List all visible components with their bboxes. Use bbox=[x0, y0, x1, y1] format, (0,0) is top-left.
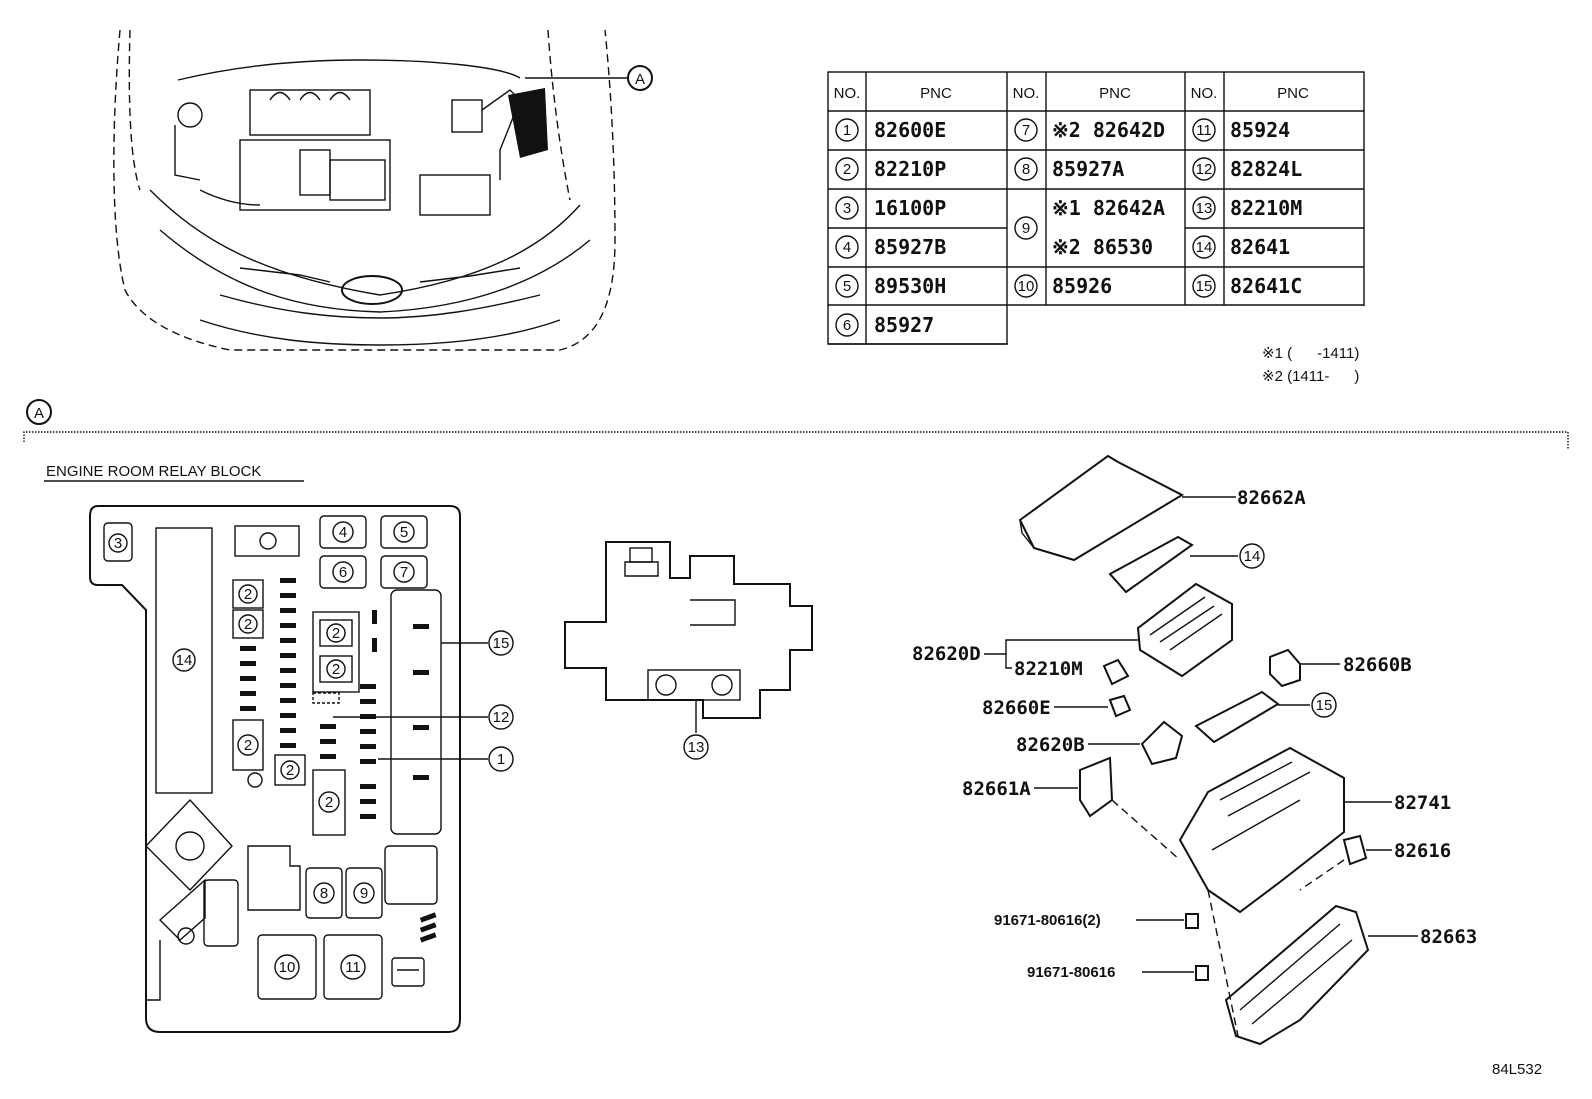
row-no: 13 bbox=[1196, 200, 1213, 217]
exploded-callout-14: 14 bbox=[1244, 548, 1261, 565]
row-no: 15 bbox=[1196, 278, 1213, 295]
row-no: 14 bbox=[1196, 239, 1213, 256]
table-col-1: 1 82600E 2 82210P 3 16100P 4 85927B 5 89… bbox=[835, 118, 946, 337]
row-pnc: 85926 bbox=[1052, 274, 1112, 298]
callout-13: 13 bbox=[688, 739, 705, 756]
row-no: 1 bbox=[843, 122, 851, 139]
pnc-table: NO. PNC NO. PNC NO. PNC 1 82600E 2 82210… bbox=[827, 71, 1368, 348]
label-82660B: 82660B bbox=[1343, 654, 1412, 676]
label-82210M: 82210M bbox=[1014, 658, 1083, 680]
row-pnc: ※2 82642D bbox=[1052, 118, 1165, 142]
pos-3: 3 bbox=[114, 535, 122, 552]
row-no: 8 bbox=[1022, 161, 1030, 178]
table-col-3: 11 85924 12 82824L 13 82210M 14 82641 15… bbox=[1192, 118, 1302, 298]
pos-5: 5 bbox=[400, 524, 408, 541]
pos-14: 14 bbox=[176, 652, 193, 669]
vehicle-engine-bay-illustration: A bbox=[113, 29, 653, 351]
pos-2: 2 bbox=[332, 661, 340, 678]
label-bolt-1: 91671-80616 bbox=[1027, 964, 1115, 981]
row-no: 9 bbox=[1022, 220, 1030, 237]
label-82620B: 82620B bbox=[1016, 734, 1085, 756]
row-pnc: 82210P bbox=[874, 157, 946, 181]
callout-a-top: A bbox=[635, 71, 645, 88]
row-pnc: 85924 bbox=[1230, 118, 1290, 142]
row-pnc: 85927B bbox=[874, 235, 946, 259]
callout-a-detail: A bbox=[34, 405, 44, 422]
exploded-callout-15: 15 bbox=[1316, 697, 1333, 714]
row-pnc: 89530H bbox=[874, 274, 946, 298]
pos-2: 2 bbox=[244, 737, 252, 754]
row-no: 6 bbox=[843, 317, 851, 334]
callout-12: 12 bbox=[493, 709, 510, 726]
pos-6: 6 bbox=[339, 564, 347, 581]
row-pnc: 16100P bbox=[874, 196, 946, 220]
row-no: 3 bbox=[843, 200, 851, 217]
header-no-2: NO. bbox=[1013, 85, 1040, 102]
pos-8: 8 bbox=[320, 885, 328, 902]
note-1: ※1 ( -1411) bbox=[1262, 345, 1359, 362]
label-82660E: 82660E bbox=[982, 697, 1051, 719]
pos-10: 10 bbox=[279, 959, 296, 976]
header-pnc-2: PNC bbox=[1099, 85, 1131, 102]
pos-4: 4 bbox=[339, 524, 347, 541]
label-82741: 82741 bbox=[1394, 792, 1451, 814]
table-col-2: 7 ※2 82642D 8 85927A 9 ※1 82642A ※2 8653… bbox=[1014, 118, 1165, 298]
label-82663: 82663 bbox=[1420, 926, 1477, 948]
row-pnc: 82210M bbox=[1230, 196, 1302, 220]
relay-block-top-view: 3 14 4 5 6 7 2 2 2 2 2 2 2 bbox=[89, 505, 514, 1033]
pos-11: 11 bbox=[345, 959, 361, 976]
pos-9: 9 bbox=[360, 885, 368, 902]
pos-2: 2 bbox=[244, 586, 252, 603]
row-pnc: 82641C bbox=[1230, 274, 1302, 298]
label-82661A: 82661A bbox=[962, 778, 1031, 800]
row-pnc: 82600E bbox=[874, 118, 946, 142]
row-pnc-a: ※1 82642A bbox=[1052, 196, 1165, 220]
row-no: 12 bbox=[1196, 161, 1213, 178]
row-pnc-b: ※2 86530 bbox=[1052, 235, 1153, 259]
pos-2: 2 bbox=[332, 625, 340, 642]
row-pnc: 85927A bbox=[1052, 157, 1124, 181]
pos-7: 7 bbox=[400, 564, 408, 581]
label-82620D: 82620D bbox=[912, 643, 981, 665]
row-no: 7 bbox=[1022, 122, 1030, 139]
header-no-3: NO. bbox=[1191, 85, 1218, 102]
exploded-view: 82662A 14 82620D 82210M 82660B 82660E 15… bbox=[912, 454, 1477, 1046]
row-no: 5 bbox=[843, 278, 851, 295]
callout-1: 1 bbox=[497, 751, 505, 768]
figure-code: 84L532 bbox=[1492, 1061, 1542, 1078]
row-pnc: 82641 bbox=[1230, 235, 1290, 259]
callout-15: 15 bbox=[493, 635, 510, 652]
row-pnc: 85927 bbox=[874, 313, 934, 337]
label-82616: 82616 bbox=[1394, 840, 1451, 862]
row-no: 4 bbox=[843, 239, 851, 256]
pos-2: 2 bbox=[325, 794, 333, 811]
label-82662A: 82662A bbox=[1237, 487, 1306, 509]
note-2: ※2 (1411- ) bbox=[1262, 368, 1359, 385]
section-title: ENGINE ROOM RELAY BLOCK bbox=[46, 463, 261, 480]
pos-2: 2 bbox=[286, 762, 294, 779]
header-pnc-3: PNC bbox=[1277, 85, 1309, 102]
pos-2: 2 bbox=[244, 616, 252, 633]
row-no: 10 bbox=[1018, 278, 1035, 295]
label-bolt-2: 91671-80616(2) bbox=[994, 912, 1101, 929]
relay-side-view: 13 bbox=[564, 541, 813, 760]
header-pnc-1: PNC bbox=[920, 85, 952, 102]
row-pnc: 82824L bbox=[1230, 157, 1302, 181]
header-no-1: NO. bbox=[834, 85, 861, 102]
row-no: 2 bbox=[843, 161, 851, 178]
row-no: 11 bbox=[1196, 122, 1212, 139]
